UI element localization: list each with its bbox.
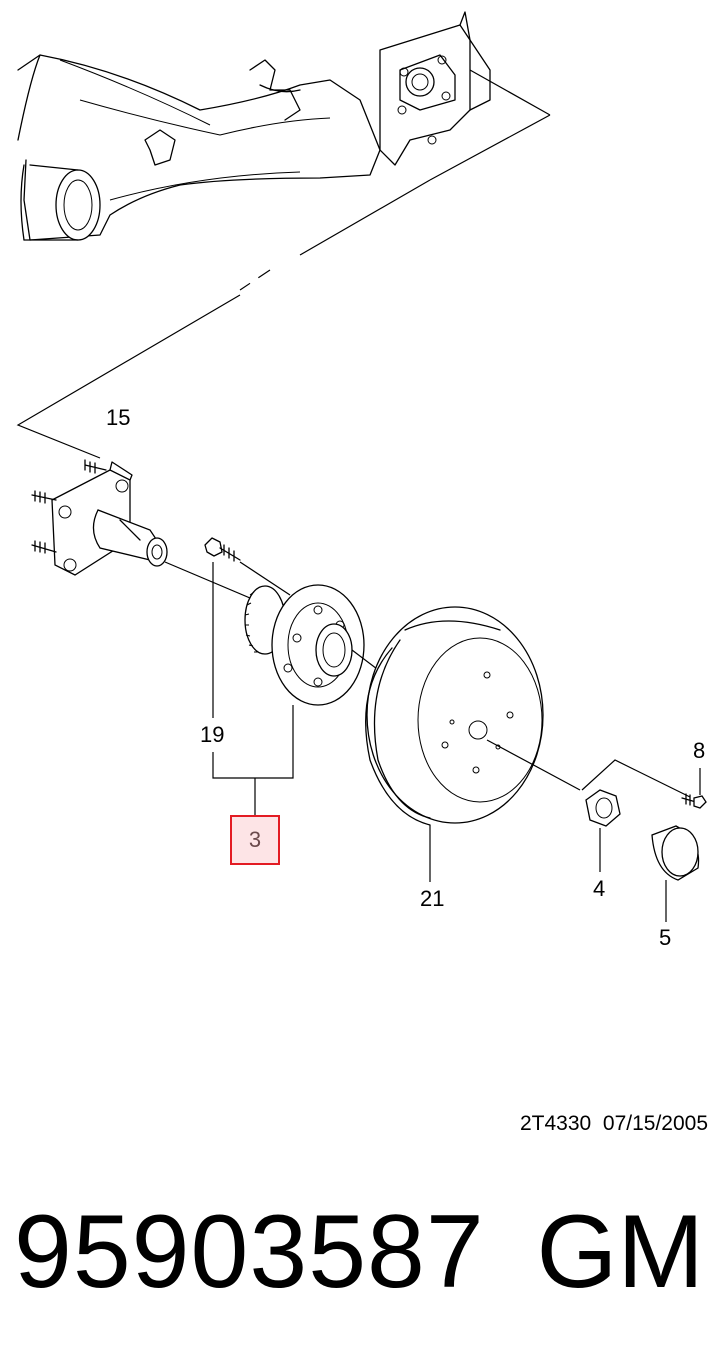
part-number: 95903587: [14, 1194, 485, 1310]
callout-5[interactable]: 5: [659, 925, 672, 950]
callout-3-highlighted[interactable]: 3: [230, 815, 280, 865]
spindle-15: [31, 459, 291, 616]
screw-8: [581, 759, 707, 809]
brake-drum-21: [365, 606, 581, 882]
hub-nut-4: [585, 789, 621, 872]
rear-axle-beam: [16, 11, 551, 459]
callout-15[interactable]: 15: [106, 405, 131, 430]
callout-19[interactable]: 19: [200, 722, 225, 747]
dust-cap-5: [651, 825, 700, 922]
diagram-code-date: 2T4330 07/15/2005: [520, 1112, 708, 1135]
callout-bracket-3: [212, 562, 294, 815]
callout-4[interactable]: 4: [593, 876, 606, 901]
brand-name: GM: [536, 1194, 704, 1310]
callout-8[interactable]: 8: [693, 738, 706, 763]
callout-21[interactable]: 21: [420, 886, 445, 911]
hub-bearing-3: [204, 537, 386, 706]
